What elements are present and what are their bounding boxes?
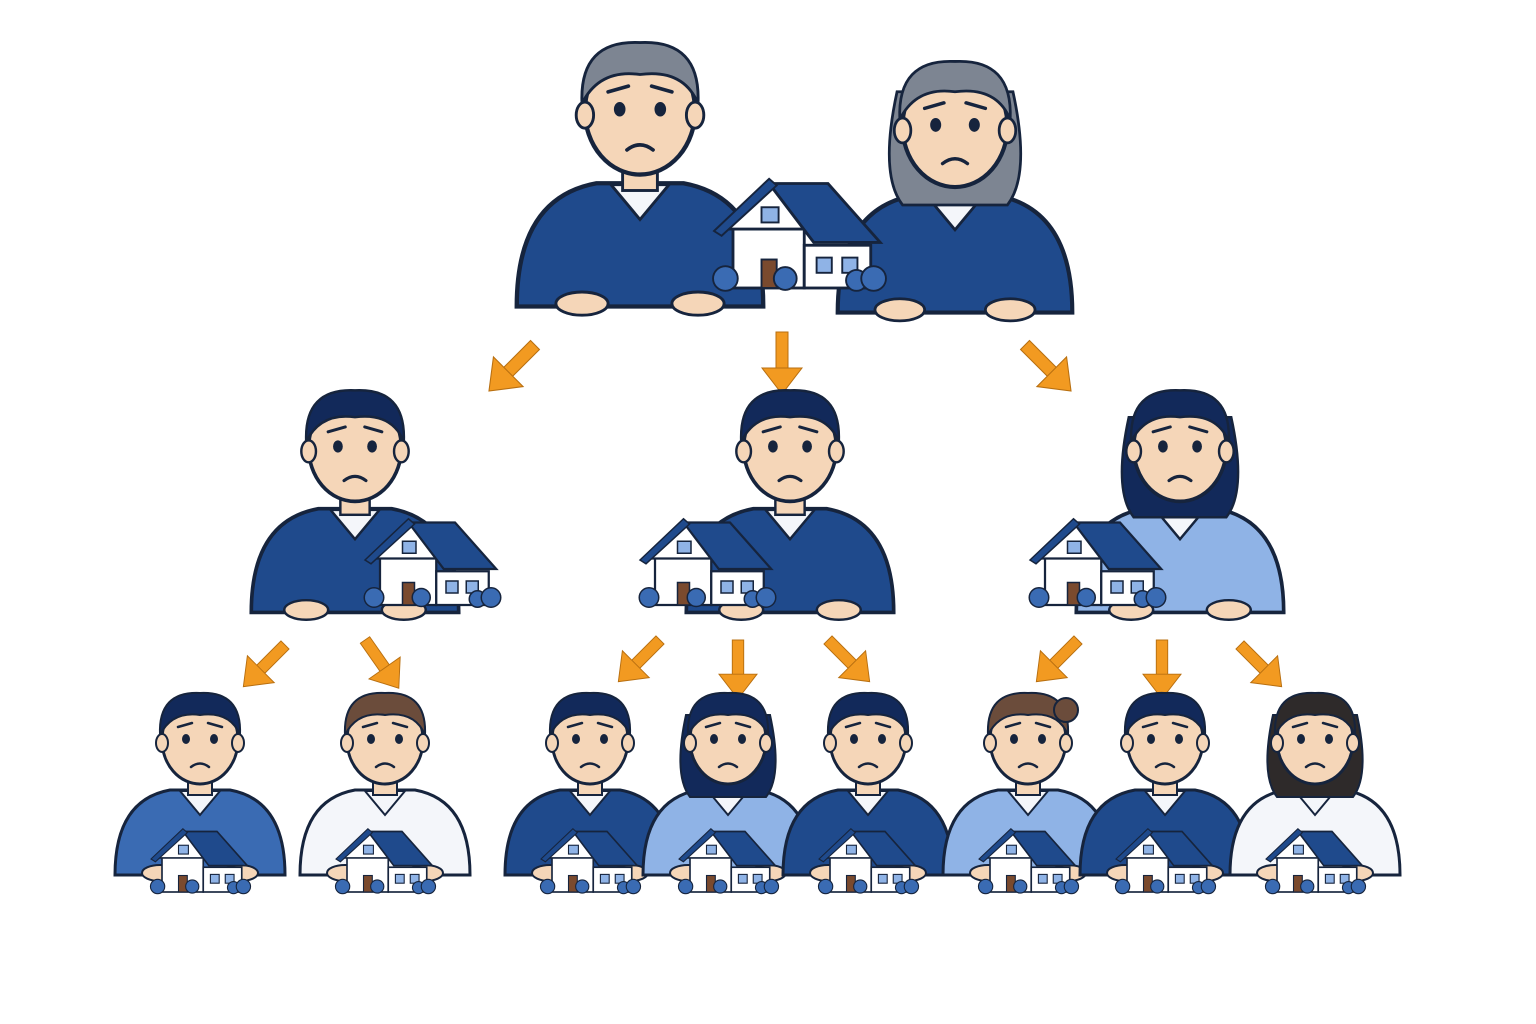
arrow-to-grandchild-6 bbox=[1022, 626, 1092, 696]
grandmother-figure bbox=[835, 60, 1075, 323]
arrow-to-grandchild-2 bbox=[348, 628, 415, 700]
arrow-root-to-child-2 bbox=[761, 331, 803, 395]
root-house-icon bbox=[711, 177, 888, 293]
people-layer bbox=[113, 41, 1402, 895]
arrow-to-grandchild-1 bbox=[229, 631, 299, 701]
arrow-root-to-child-1 bbox=[473, 329, 551, 407]
arrow-to-grandchild-3 bbox=[604, 626, 674, 696]
arrow-root-to-child-3 bbox=[1009, 329, 1087, 407]
arrow-to-grandchild-4 bbox=[718, 639, 758, 700]
arrow-to-grandchild-8 bbox=[1226, 631, 1296, 701]
arrow-to-grandchild-5 bbox=[814, 626, 884, 696]
grandfather-figure bbox=[514, 41, 766, 317]
arrow-to-grandchild-7 bbox=[1142, 639, 1182, 700]
